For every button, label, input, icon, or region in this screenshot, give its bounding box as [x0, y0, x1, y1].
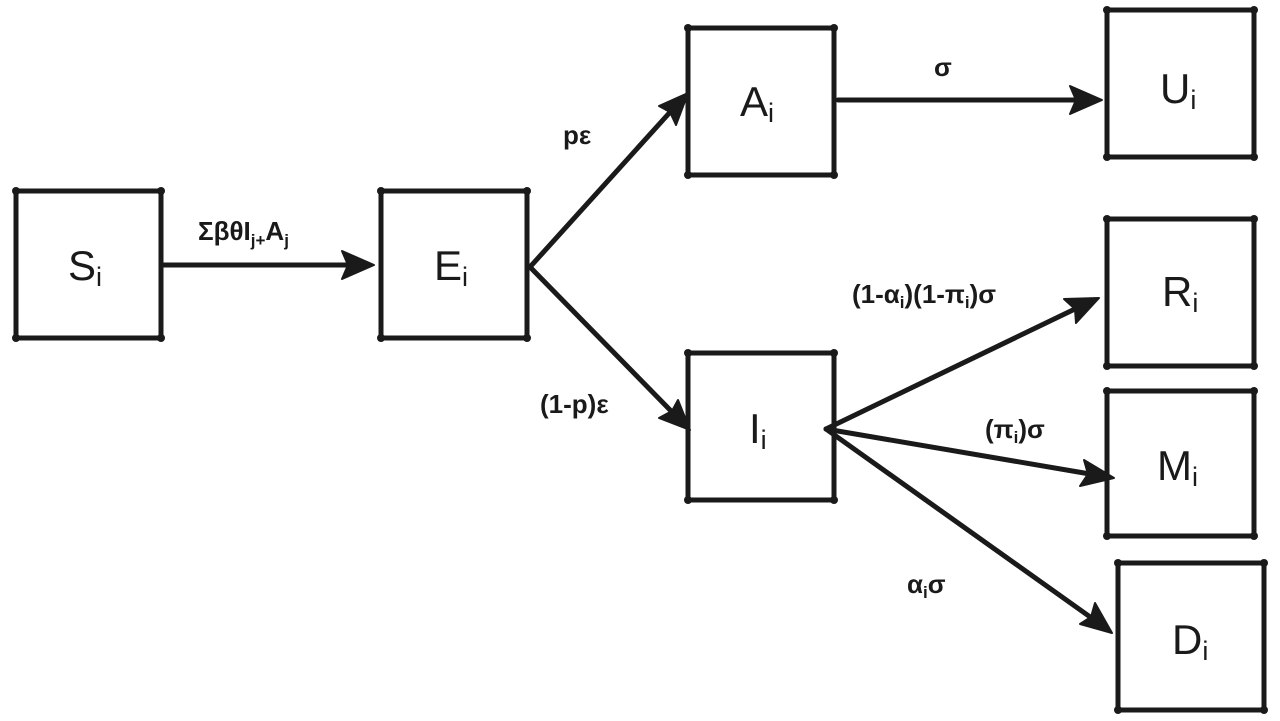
box-u: [1103, 6, 1258, 161]
rate-a-to-u: σ: [934, 52, 952, 82]
rate-i-to-d: αiσ: [907, 569, 946, 602]
node-d-label: Di: [1172, 616, 1208, 666]
node-s-label: Si: [68, 242, 102, 292]
node-u-label: Ui: [1160, 65, 1196, 115]
node-i-label: Ii: [749, 405, 767, 455]
box-m: [1103, 387, 1258, 540]
rate-i-to-m: (πi)σ: [985, 414, 1045, 447]
box-a: [684, 24, 838, 179]
box-r: [1103, 215, 1258, 370]
arrow-e-to-a: [527, 92, 689, 270]
arrow-i-to-d: [823, 426, 1113, 634]
rate-e-to-a: pε: [563, 120, 591, 150]
arrow-s-to-e: [158, 250, 375, 280]
rate-e-to-i: (1-p)ε: [540, 389, 609, 419]
arrow-e-to-i: [527, 264, 691, 431]
node-r-label: Ri: [1162, 268, 1198, 318]
rate-i-to-r: (1-αi)(1-πi)σ: [852, 279, 996, 312]
box-s: [12, 187, 165, 342]
node-m-label: Mi: [1157, 442, 1198, 492]
node-a-label: Ai: [740, 78, 774, 128]
arrow-i-to-r: [823, 297, 1100, 432]
box-e: [377, 187, 531, 342]
arrow-a-to-u: [835, 85, 1103, 115]
node-e-label: Ei: [434, 242, 468, 292]
rate-s-to-e: ΣβθIj+Aj: [198, 216, 289, 250]
box-d: [1114, 559, 1268, 714]
arrow-i-to-m: [823, 426, 1115, 487]
